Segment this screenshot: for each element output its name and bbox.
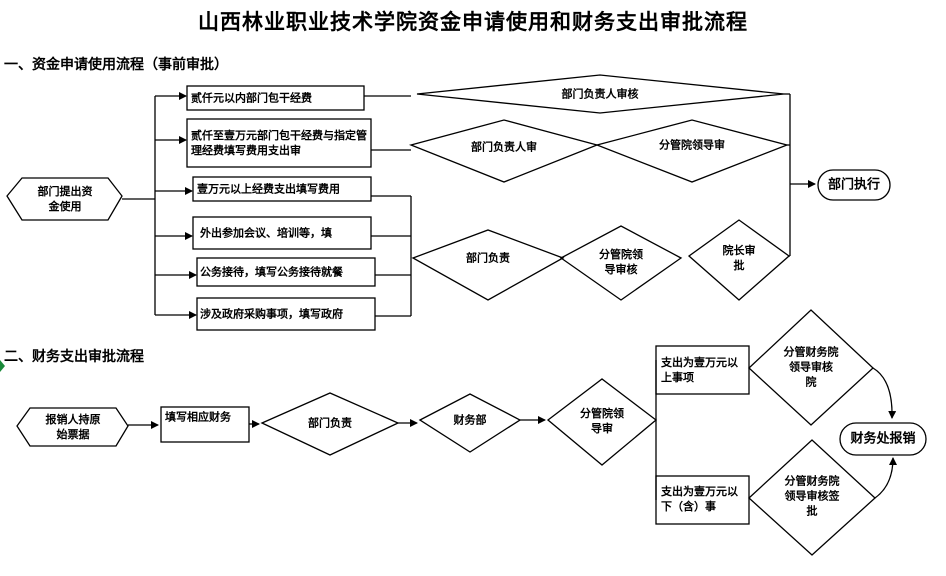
s1-item-3-label: 壹万元以上经费支出填写费用 (197, 182, 340, 196)
corner-mark-icon (0, 360, 5, 372)
s1-item-3-box (192, 176, 372, 202)
s1-vp-review-label: 分管院领导审 (659, 138, 725, 152)
s1-start-label: 部门提出资金使用 (37, 185, 93, 213)
s1-item-4-label: 外出参加会议、培训等，填 (200, 226, 332, 240)
s2-fin-vp-upper-label: 分管财务院领导审核 院 (783, 345, 856, 389)
s1-item-5-box (196, 257, 376, 287)
s2-under-label: 支出为壹万元以下（含）事 (661, 485, 738, 513)
s2-fin-vp-lower-label: 分管财务院领导审核签批 (784, 474, 840, 518)
s1-item-2-label: 贰仟至壹万元部门包干经费与指定管理经费填写费用支出审 (191, 129, 367, 157)
s2-start-hexagon (16, 407, 129, 447)
s2-start-label: 报销人持原始票据 (45, 413, 101, 441)
s1-vp-review2-diamond (559, 225, 683, 301)
s1-vp-review2-label: 分管院领导审核 (599, 248, 643, 276)
s1-execute-label: 部门执行 (827, 177, 881, 193)
s2-over-label: 支出为壹万元以上事项 (661, 356, 738, 384)
s2-done-label: 财务处报销 (850, 431, 916, 447)
s1-execute-box (817, 169, 891, 201)
s1-item-4-box (192, 216, 372, 250)
s1-dept-head-review-label: 部门负责人审核 (561, 87, 639, 101)
s1-item-6-box (196, 297, 376, 331)
section-heading-expenditure: 二、财务支出审批流程 (4, 349, 144, 365)
s1-item-2-box (186, 118, 372, 168)
s2-vp-label: 分管院领导审 (580, 407, 624, 435)
section-heading-application: 一、资金申请使用流程（事前审批） (4, 57, 228, 73)
s1-dept-head-diamond (411, 229, 565, 301)
s1-dept-head-review2-label: 部门负责人审 (471, 140, 537, 154)
s1-dept-head-label: 部门负责 (466, 251, 510, 265)
s2-connector (874, 457, 897, 499)
s1-item-5-label: 公务接待，填写公务接待就餐 (200, 265, 343, 279)
s2-done-box (839, 422, 927, 456)
s1-president-label: 院长审批 (722, 244, 756, 272)
s2-finance-label: 财务部 (453, 413, 487, 427)
s1-item-6-label: 涉及政府采购事项，填写政府 (200, 307, 343, 321)
s2-dept-head-label: 部门负责 (308, 416, 352, 430)
s2-connector (872, 367, 897, 419)
s1-item-1-label: 贰仟元以内部门包干经费 (191, 91, 312, 105)
s1-item-1-box (186, 85, 365, 111)
page-title: 山西林业职业技术学院资金申请使用和财务支出审批流程 (198, 9, 748, 34)
s2-fill-label: 填写相应财务 (165, 410, 231, 424)
s1-start-hexagon (6, 177, 123, 221)
